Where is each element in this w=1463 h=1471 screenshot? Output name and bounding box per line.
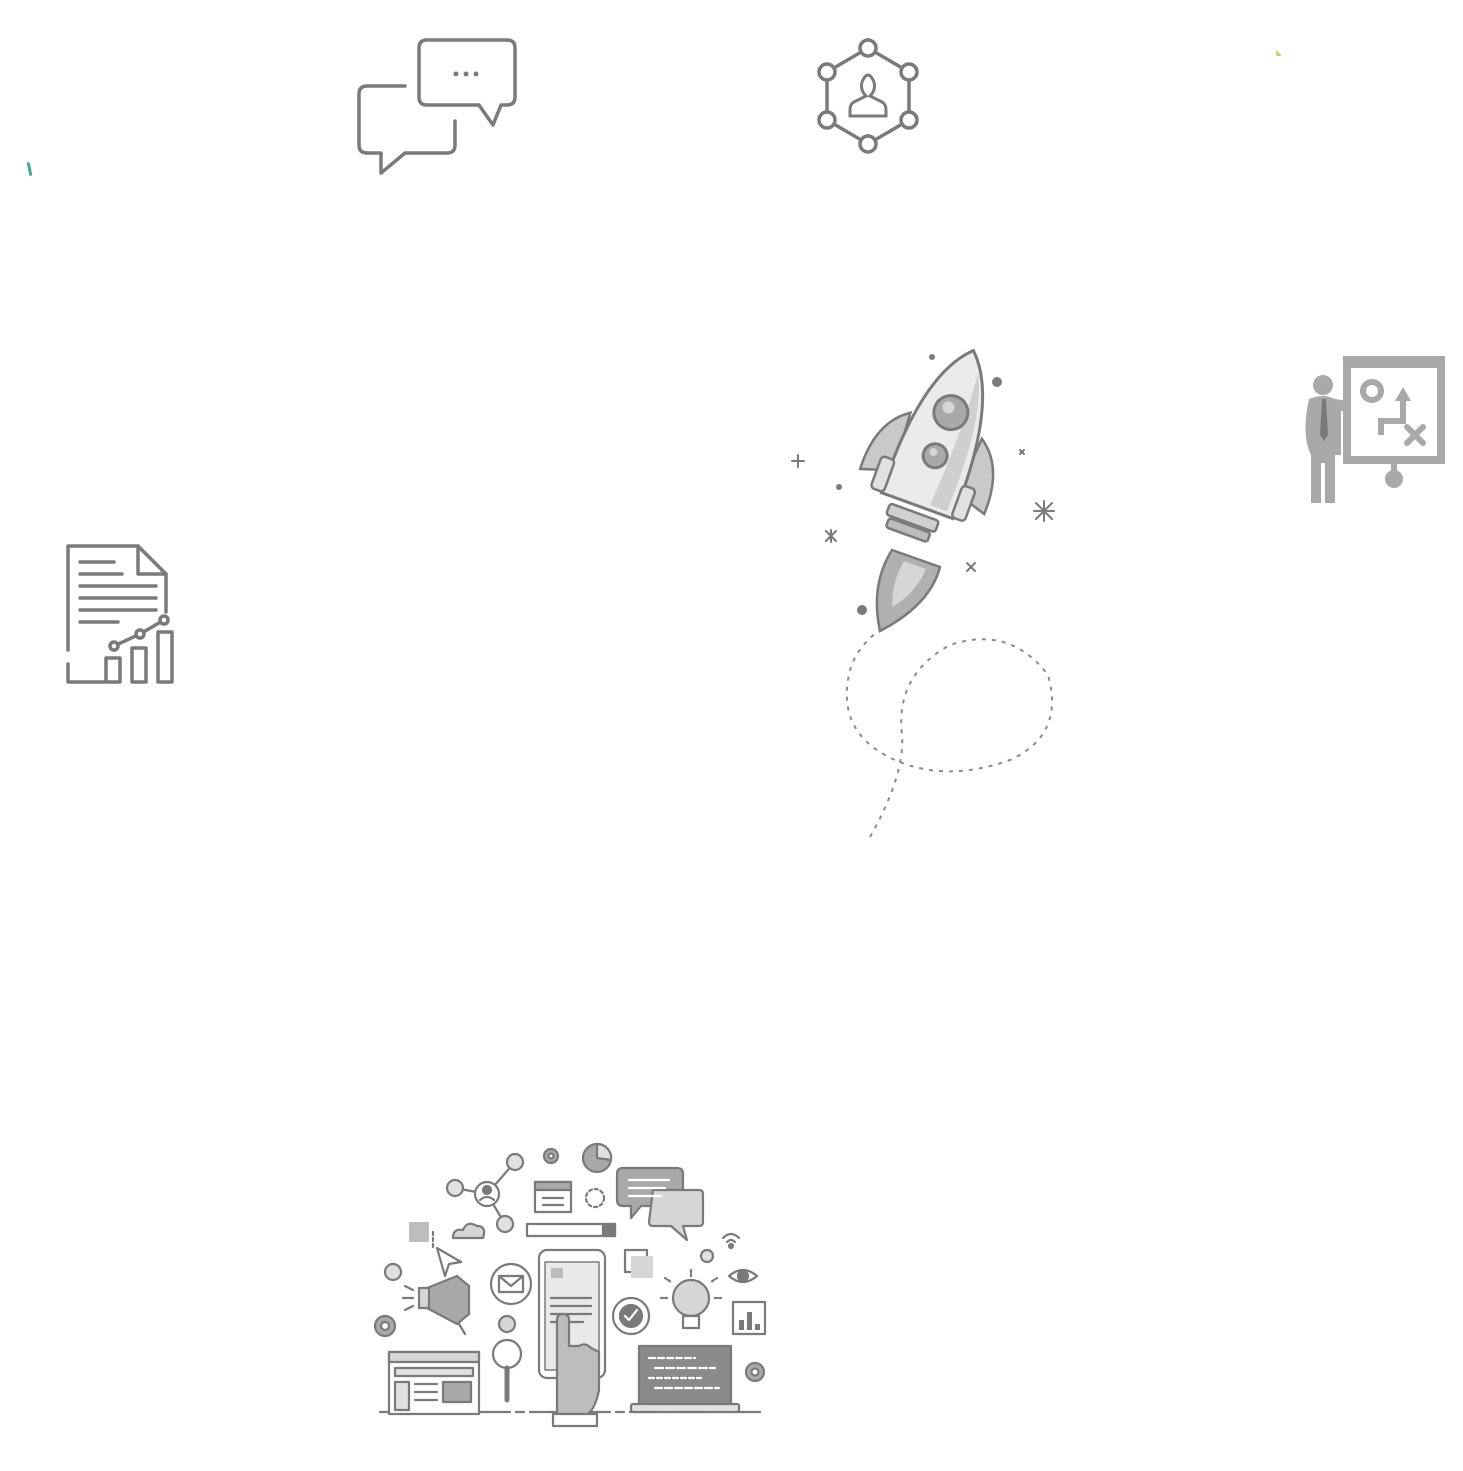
digital-marketing-collage-icon [373,1142,767,1428]
presenter-strategy-board-icon [1305,356,1445,503]
teal-speck-decoration [26,161,33,177]
yellow-speck-decoration [1276,50,1282,56]
report-chart-document-icon [66,544,174,684]
chat-bubbles-icon [357,38,517,175]
rocket-launch-icon [791,348,1055,838]
user-network-icon [817,38,919,154]
